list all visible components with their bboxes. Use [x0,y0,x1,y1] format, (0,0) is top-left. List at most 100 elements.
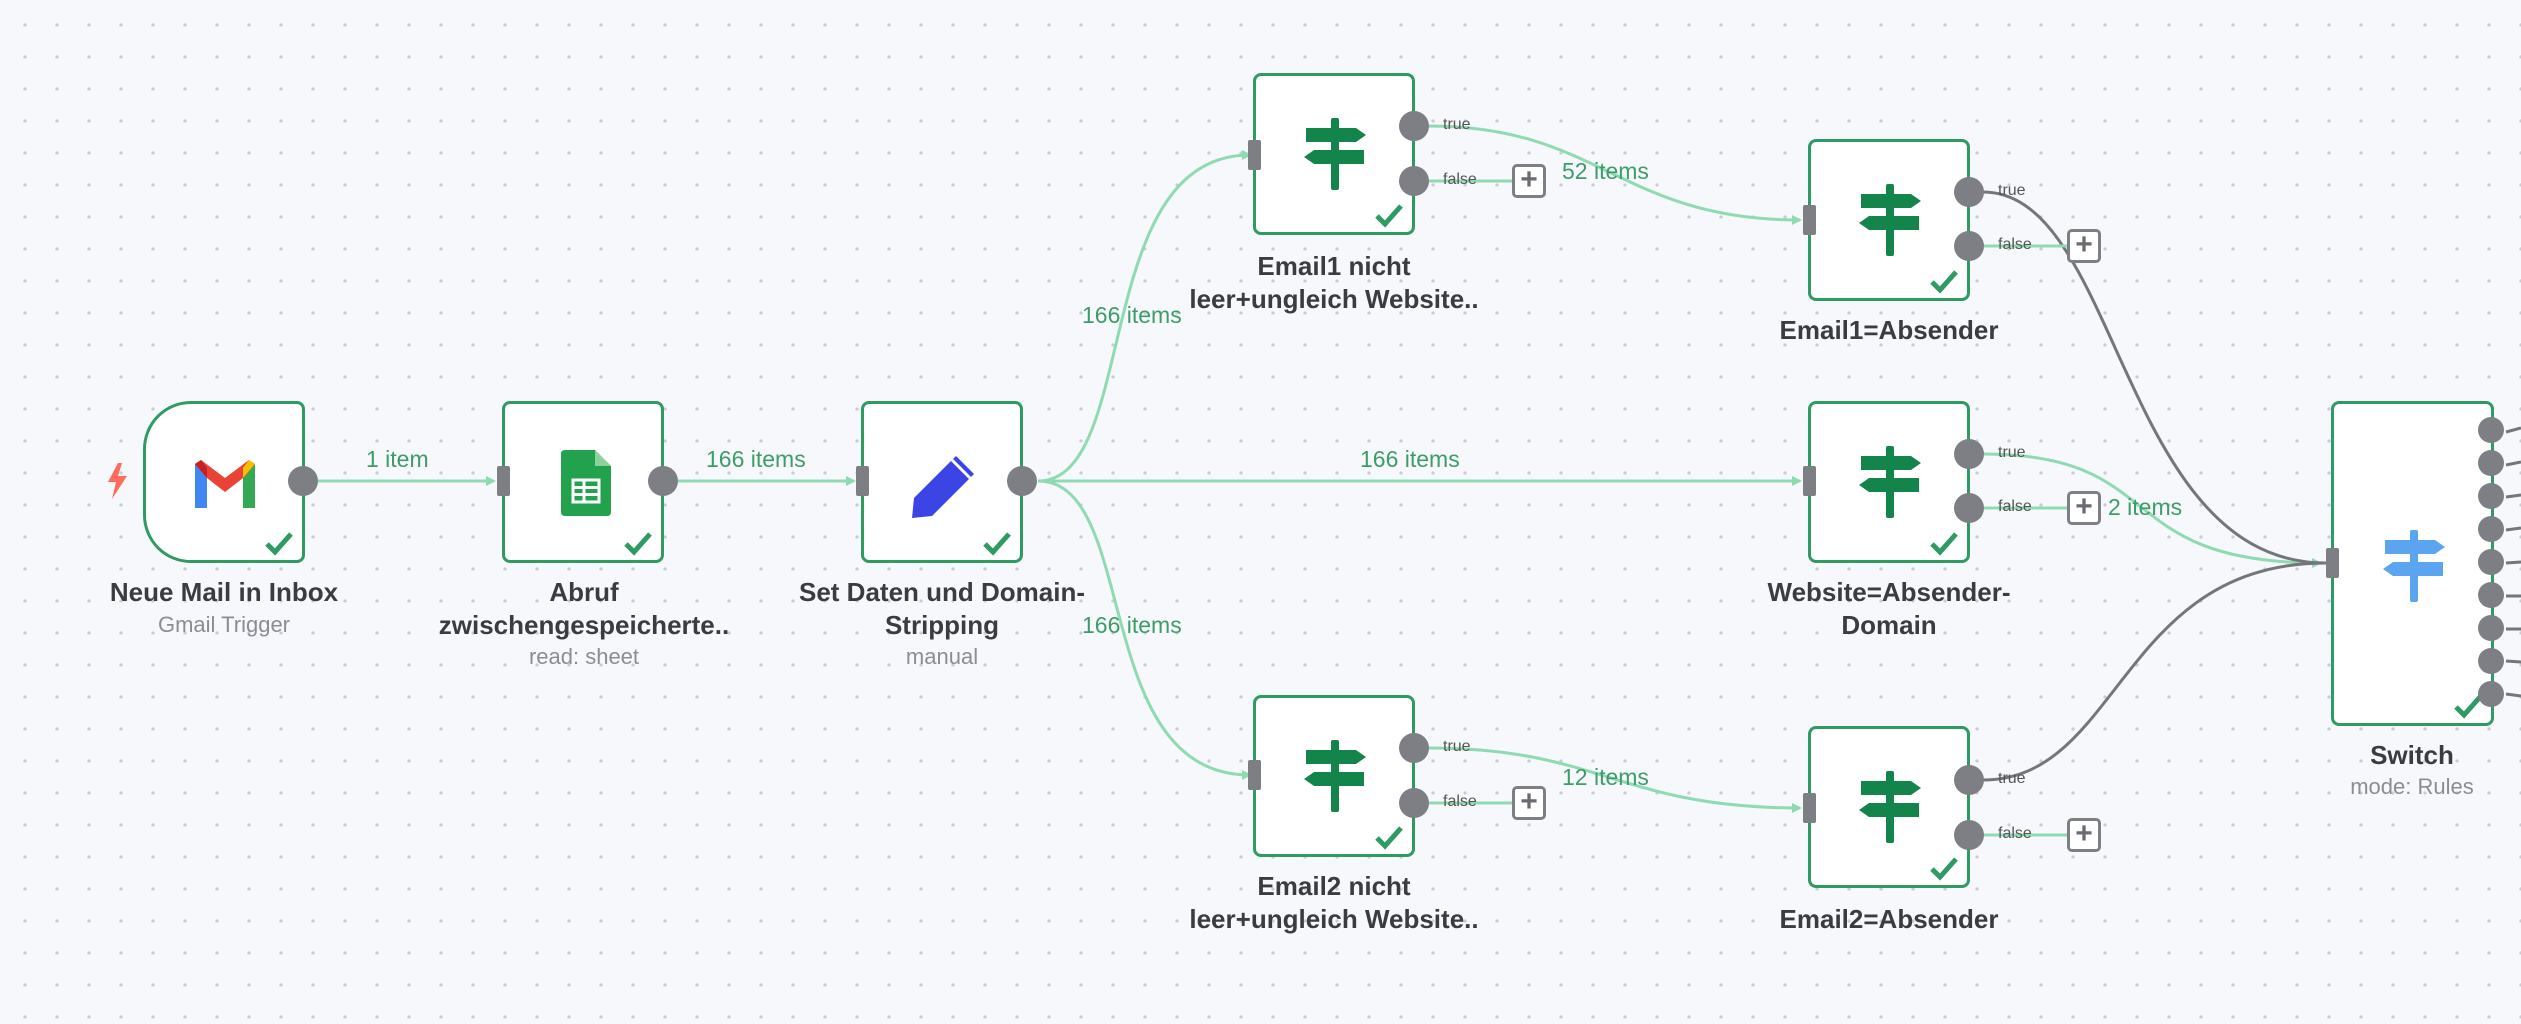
switch-output-port[interactable] [2478,681,2504,707]
edge-label-set-website: 166 items [1360,446,1460,472]
edge-label-if2-email2: 12 items [1562,764,1649,790]
node-email2-absender[interactable] [1808,726,1970,888]
check-icon [1930,270,1958,294]
switch-output-port[interactable] [2478,483,2504,509]
signpost-icon [2383,530,2445,602]
output-port-gmail[interactable] [288,466,318,496]
node-title-if-email2-line1: Email2 nicht [1257,871,1411,901]
true-port-if-email1[interactable] [1399,111,1429,141]
true-label: true [1998,182,2026,199]
node-subtitle-sheets: read: sheet [528,644,640,669]
input-port-website-absender[interactable] [1803,466,1816,496]
input-port-if-email2[interactable] [1248,760,1261,790]
check-icon [624,532,652,556]
node-subtitle-switch: mode: Rules [2350,774,2474,799]
node-title-website-line1: Website=Absender- [1767,577,2011,607]
check-icon [1930,857,1958,881]
input-port-email1-absender[interactable] [1803,205,1816,235]
false-port-email2-absender[interactable] [1954,820,1984,850]
connection-if2-email2[interactable] [1428,746,1802,813]
false-label: false [1443,171,1477,188]
check-icon [2454,695,2482,719]
switch-output-port[interactable] [2478,516,2504,542]
pencil-icon [912,456,974,518]
node-switch[interactable] [2331,401,2494,726]
check-icon [1375,204,1403,228]
check-icon [983,532,1011,556]
switch-output-port[interactable] [2478,648,2504,674]
switch-output-port[interactable] [2478,450,2504,476]
gmail-icon [195,460,255,508]
true-label: true [1998,444,2026,461]
node-title-sheets-line1: Abruf [549,577,619,607]
node-subtitle-gmail: Gmail Trigger [157,612,291,637]
node-title-switch: Switch [2370,740,2454,770]
node-if-email1[interactable] [1253,73,1415,235]
true-port-email1-absender[interactable] [1954,177,1984,207]
output-port-sheets[interactable] [648,466,678,496]
false-label: false [1998,825,2032,842]
connection-if1-email1[interactable] [1428,124,1802,225]
node-website-absender-domain[interactable] [1808,401,1970,563]
node-subtitle-set: manual [905,644,979,669]
false-port-website-absender[interactable] [1954,493,1984,523]
check-icon [265,532,293,556]
add-node-button[interactable]: + [1512,164,1546,198]
connection-website-switch[interactable] [1982,452,2322,568]
node-title-email1-absender: Email1=Absender [1779,315,1999,345]
edge-label-gmail-sheet: 1 item [366,446,429,472]
true-port-email2-absender[interactable] [1954,765,1984,795]
node-title-if-email2-line2: leer+ungleich Website.. [1189,904,1479,934]
node-google-sheets[interactable] [502,401,664,563]
google-sheets-icon [561,450,611,516]
add-node-button[interactable]: + [2067,229,2101,263]
node-title-gmail: Neue Mail in Inbox [109,577,339,607]
node-title-website-line2: Domain [1841,610,1937,640]
node-set-daten[interactable] [861,401,1023,563]
switch-output-port[interactable] [2478,417,2504,443]
false-label: false [1998,236,2032,253]
output-port-set[interactable] [1007,466,1037,496]
switch-output-port[interactable] [2478,582,2504,608]
edge-label-if1-email1: 52 items [1562,158,1649,184]
input-port-set[interactable] [856,466,869,496]
signpost-icon [1304,118,1366,190]
true-port-if-email2[interactable] [1399,733,1429,763]
add-node-button[interactable]: + [1512,786,1546,820]
node-title-email2-absender: Email2=Absender [1779,904,1999,934]
add-node-button[interactable]: + [2067,818,2101,852]
node-title-if-email1-line2: leer+ungleich Website.. [1189,284,1479,314]
input-port-switch[interactable] [2326,548,2339,578]
input-port-email2-absender[interactable] [1803,793,1816,823]
switch-output-port[interactable] [2478,615,2504,641]
node-title-set-line1: Set Daten und Domain- [798,577,1085,607]
node-if-email2[interactable] [1253,695,1415,857]
false-port-if-email1[interactable] [1399,166,1429,196]
check-icon [1375,826,1403,850]
lightning-bolt-icon [108,463,127,499]
connection-email1-switch[interactable] [1982,190,2327,565]
add-node-button[interactable]: + [2067,491,2101,525]
node-gmail-trigger[interactable] [143,401,305,563]
node-title-set-line2: Stripping [884,610,1000,640]
node-title-sheets-line2: zwischengespeicherte.. [438,610,730,640]
true-port-website-absender[interactable] [1954,439,1984,469]
connection-set-if2[interactable] [1037,479,1252,780]
true-label: true [1998,770,2026,787]
input-port-sheets[interactable] [497,466,510,496]
node-title-if-email1-line1: Email1 nicht [1257,251,1411,281]
signpost-icon [1859,446,1921,518]
edge-label-set-if1: 166 items [1082,302,1182,328]
switch-output-port[interactable] [2478,549,2504,575]
false-port-email1-absender[interactable] [1954,231,1984,261]
input-port-if-email1[interactable] [1248,140,1261,170]
connection-set-if1[interactable] [1037,150,1252,483]
true-label: true [1443,116,1471,133]
signpost-icon [1859,184,1921,256]
false-port-if-email2[interactable] [1399,788,1429,818]
connection-email2-switch[interactable] [1982,561,2327,782]
edge-label-sheet-set: 166 items [706,446,806,472]
node-email1-absender[interactable] [1808,139,1970,301]
